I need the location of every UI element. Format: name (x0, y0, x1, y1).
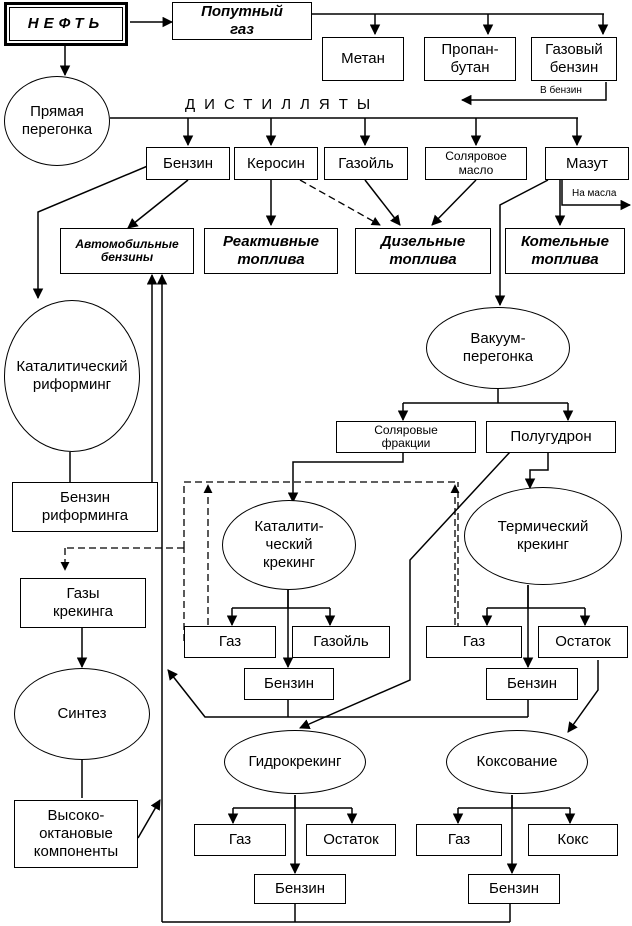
node-ostatok-2: Остаток (306, 824, 396, 856)
node-benzin-4: Бензин (254, 874, 346, 904)
node-benzin-5: Бензин (468, 874, 560, 904)
node-gazovy-benzin: Газовый бензин (531, 37, 617, 81)
node-katal-kreking: Каталити- ческий крекинг (222, 500, 356, 590)
node-solyarovye-frakcii: Соляровые фракции (336, 421, 476, 453)
node-reaktivnye-topliva: Реактивные топлива (204, 228, 338, 274)
node-koks: Кокс (528, 824, 618, 856)
node-gaz-4: Газ (416, 824, 502, 856)
node-dizelnye-topliva: Дизельные топлива (355, 228, 491, 274)
node-gazoil-1: Газойль (324, 147, 408, 180)
node-metan: Метан (322, 37, 404, 81)
node-gaz-3: Газ (194, 824, 286, 856)
node-avto-benziny: Автомобильные бензины (60, 228, 194, 274)
node-kerosin: Керосин (234, 147, 318, 180)
label-distillyaty: ДИСТИЛЛЯТЫ (185, 96, 380, 113)
node-neft: НЕФТЬ (4, 2, 128, 46)
node-benzin-3: Бензин (486, 668, 578, 700)
node-ostatok-1: Остаток (538, 626, 628, 658)
label-na-masla: На масла (572, 188, 617, 199)
node-koksovanie: Коксование (446, 730, 588, 794)
node-poputny-gaz: Попутный газ (172, 2, 312, 40)
node-propan-butan: Пропан- бутан (424, 37, 516, 81)
node-gaz-1: Газ (184, 626, 276, 658)
node-vysokooktan: Высоко- октановые компоненты (14, 800, 138, 868)
node-gazy-krekinga: Газы крекинга (20, 578, 146, 628)
node-vakuum-peregonka: Вакуум- перегонка (426, 307, 570, 389)
node-benzin-1: Бензин (146, 147, 230, 180)
node-gidrokreking: Гидрокрекинг (224, 730, 366, 794)
node-solyarovoe-maslo: Соляровое масло (425, 147, 527, 180)
node-sintez: Синтез (14, 668, 150, 760)
label-v-benzin: В бензин (540, 85, 582, 96)
node-katal-riforming: Каталитический риформинг (4, 300, 140, 452)
node-mazut: Мазут (545, 147, 629, 180)
node-benzin-2: Бензин (244, 668, 334, 700)
node-kotelnye-topliva: Котельные топлива (505, 228, 625, 274)
node-gaz-2: Газ (426, 626, 522, 658)
node-termich-kreking: Термический крекинг (464, 487, 622, 585)
node-pryamaya-peregonka: Прямая перегонка (4, 76, 110, 166)
node-gazoil-2: Газойль (292, 626, 390, 658)
node-polugudron: Полугудрон (486, 421, 616, 453)
node-benzin-riforminga: Бензин риформинга (12, 482, 158, 532)
